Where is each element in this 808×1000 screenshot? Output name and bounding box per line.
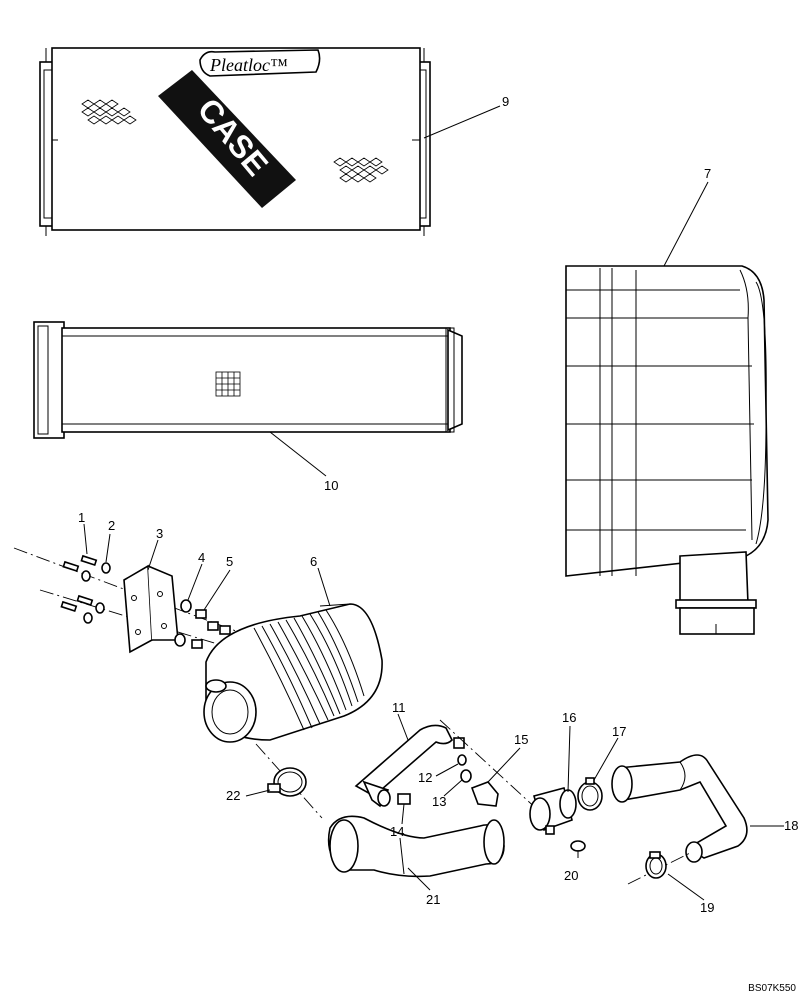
nut-5 <box>191 609 231 649</box>
mesh-patch-right <box>333 157 389 183</box>
callout-21: 21 <box>426 892 440 907</box>
bracket-15 <box>470 781 499 807</box>
mesh-grid <box>215 371 241 397</box>
housing-cover <box>565 265 769 635</box>
bolt-1 <box>60 554 98 613</box>
callout-19: 19 <box>700 900 714 915</box>
callout-7: 7 <box>704 166 711 181</box>
clamp-17 <box>577 777 603 811</box>
callout-20: 20 <box>564 868 578 883</box>
nut-12 <box>453 737 467 766</box>
clip-14 <box>397 793 411 805</box>
clamp-19 <box>645 851 667 879</box>
callout-17: 17 <box>612 724 626 739</box>
washer-2 <box>81 562 111 624</box>
air-cleaner-body-6 <box>203 603 383 743</box>
clamp-22 <box>267 767 307 797</box>
callout-3: 3 <box>156 526 163 541</box>
intake-hose-21 <box>327 815 505 878</box>
callout-5: 5 <box>226 554 233 569</box>
outlet-hose-18 <box>611 754 748 863</box>
pleatloc-label: Pleatloc™ <box>209 55 288 75</box>
callout-11: 11 <box>392 700 406 715</box>
callout-18: 18 <box>784 818 798 833</box>
callout-14: 14 <box>390 824 404 839</box>
primary-filter-element: Pleatloc™ CASE <box>39 47 431 236</box>
secondary-filter-element <box>33 321 463 439</box>
callout-15: 15 <box>514 732 528 747</box>
callout-1: 1 <box>78 510 85 525</box>
case-logo-band <box>158 70 296 208</box>
cap-20 <box>570 840 586 858</box>
callout-2: 2 <box>108 518 115 533</box>
mesh-patch-left <box>81 99 137 125</box>
callout-6: 6 <box>310 554 317 569</box>
callout-4: 4 <box>198 550 205 565</box>
callout-22: 22 <box>226 788 240 803</box>
callout-10: 10 <box>324 478 338 493</box>
connector-16 <box>529 787 577 835</box>
callout-13: 13 <box>432 794 446 809</box>
callout-16: 16 <box>562 710 576 725</box>
pipe-11 <box>354 724 453 808</box>
reference-code: BS07K550 <box>748 983 796 994</box>
callout-9: 9 <box>502 94 509 109</box>
washer-13 <box>460 769 472 783</box>
washer-4 <box>174 599 192 647</box>
mounting-bracket-3 <box>123 564 179 654</box>
callout-12: 12 <box>418 770 432 785</box>
